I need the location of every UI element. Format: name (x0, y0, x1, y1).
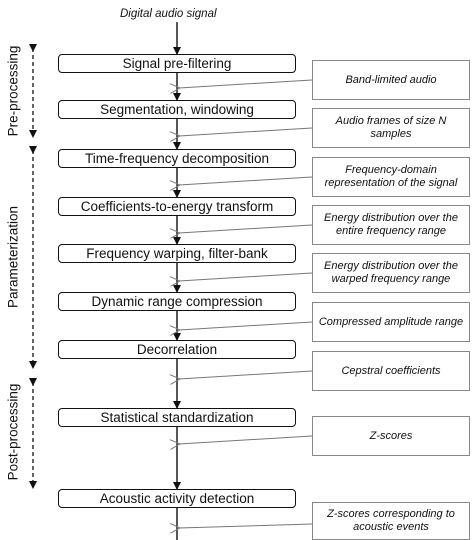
note-pointers (179, 79, 313, 528)
note-energy-entire-range: Energy distribution over the entire freq… (312, 205, 470, 245)
step-dynamic-range-compression: Dynamic range compression (58, 292, 296, 311)
step-coefficients-to-energy: Coefficients-to-energy transform (58, 197, 296, 216)
note-frequency-domain: Frequency-domain representation of the s… (312, 157, 470, 197)
note-audio-frames: Audio frames of size N samples (312, 108, 470, 148)
step-acoustic-activity-detection: Acoustic activity detection (58, 489, 296, 508)
note-energy-warped-range: Energy distribution over the warped freq… (312, 253, 470, 293)
note-compressed-amplitude: Compressed amplitude range (312, 302, 470, 342)
phase-label-parameterization: Parameterization (5, 205, 21, 309)
note-band-limited-audio: Band-limited audio (312, 60, 470, 100)
note-z-scores: Z-scores (312, 416, 470, 456)
phase-label-preprocessing: Pre-processing (5, 45, 21, 137)
step-signal-prefiltering: Signal pre-filtering (58, 54, 296, 73)
phase-label-postprocessing: Post-processing (5, 383, 21, 481)
input-signal-label: Digital audio signal (120, 8, 217, 20)
note-z-scores-acoustic-events: Z-scores corresponding to acoustic event… (312, 502, 470, 540)
step-segmentation-windowing: Segmentation, windowing (58, 100, 296, 119)
step-frequency-warping: Frequency warping, filter-bank (58, 244, 296, 263)
step-decorrelation: Decorrelation (58, 340, 296, 359)
step-time-frequency-decomposition: Time-frequency decomposition (58, 149, 296, 168)
note-cepstral-coefficients: Cepstral coefficients (312, 351, 470, 391)
step-statistical-standardization: Statistical standardization (58, 408, 296, 427)
